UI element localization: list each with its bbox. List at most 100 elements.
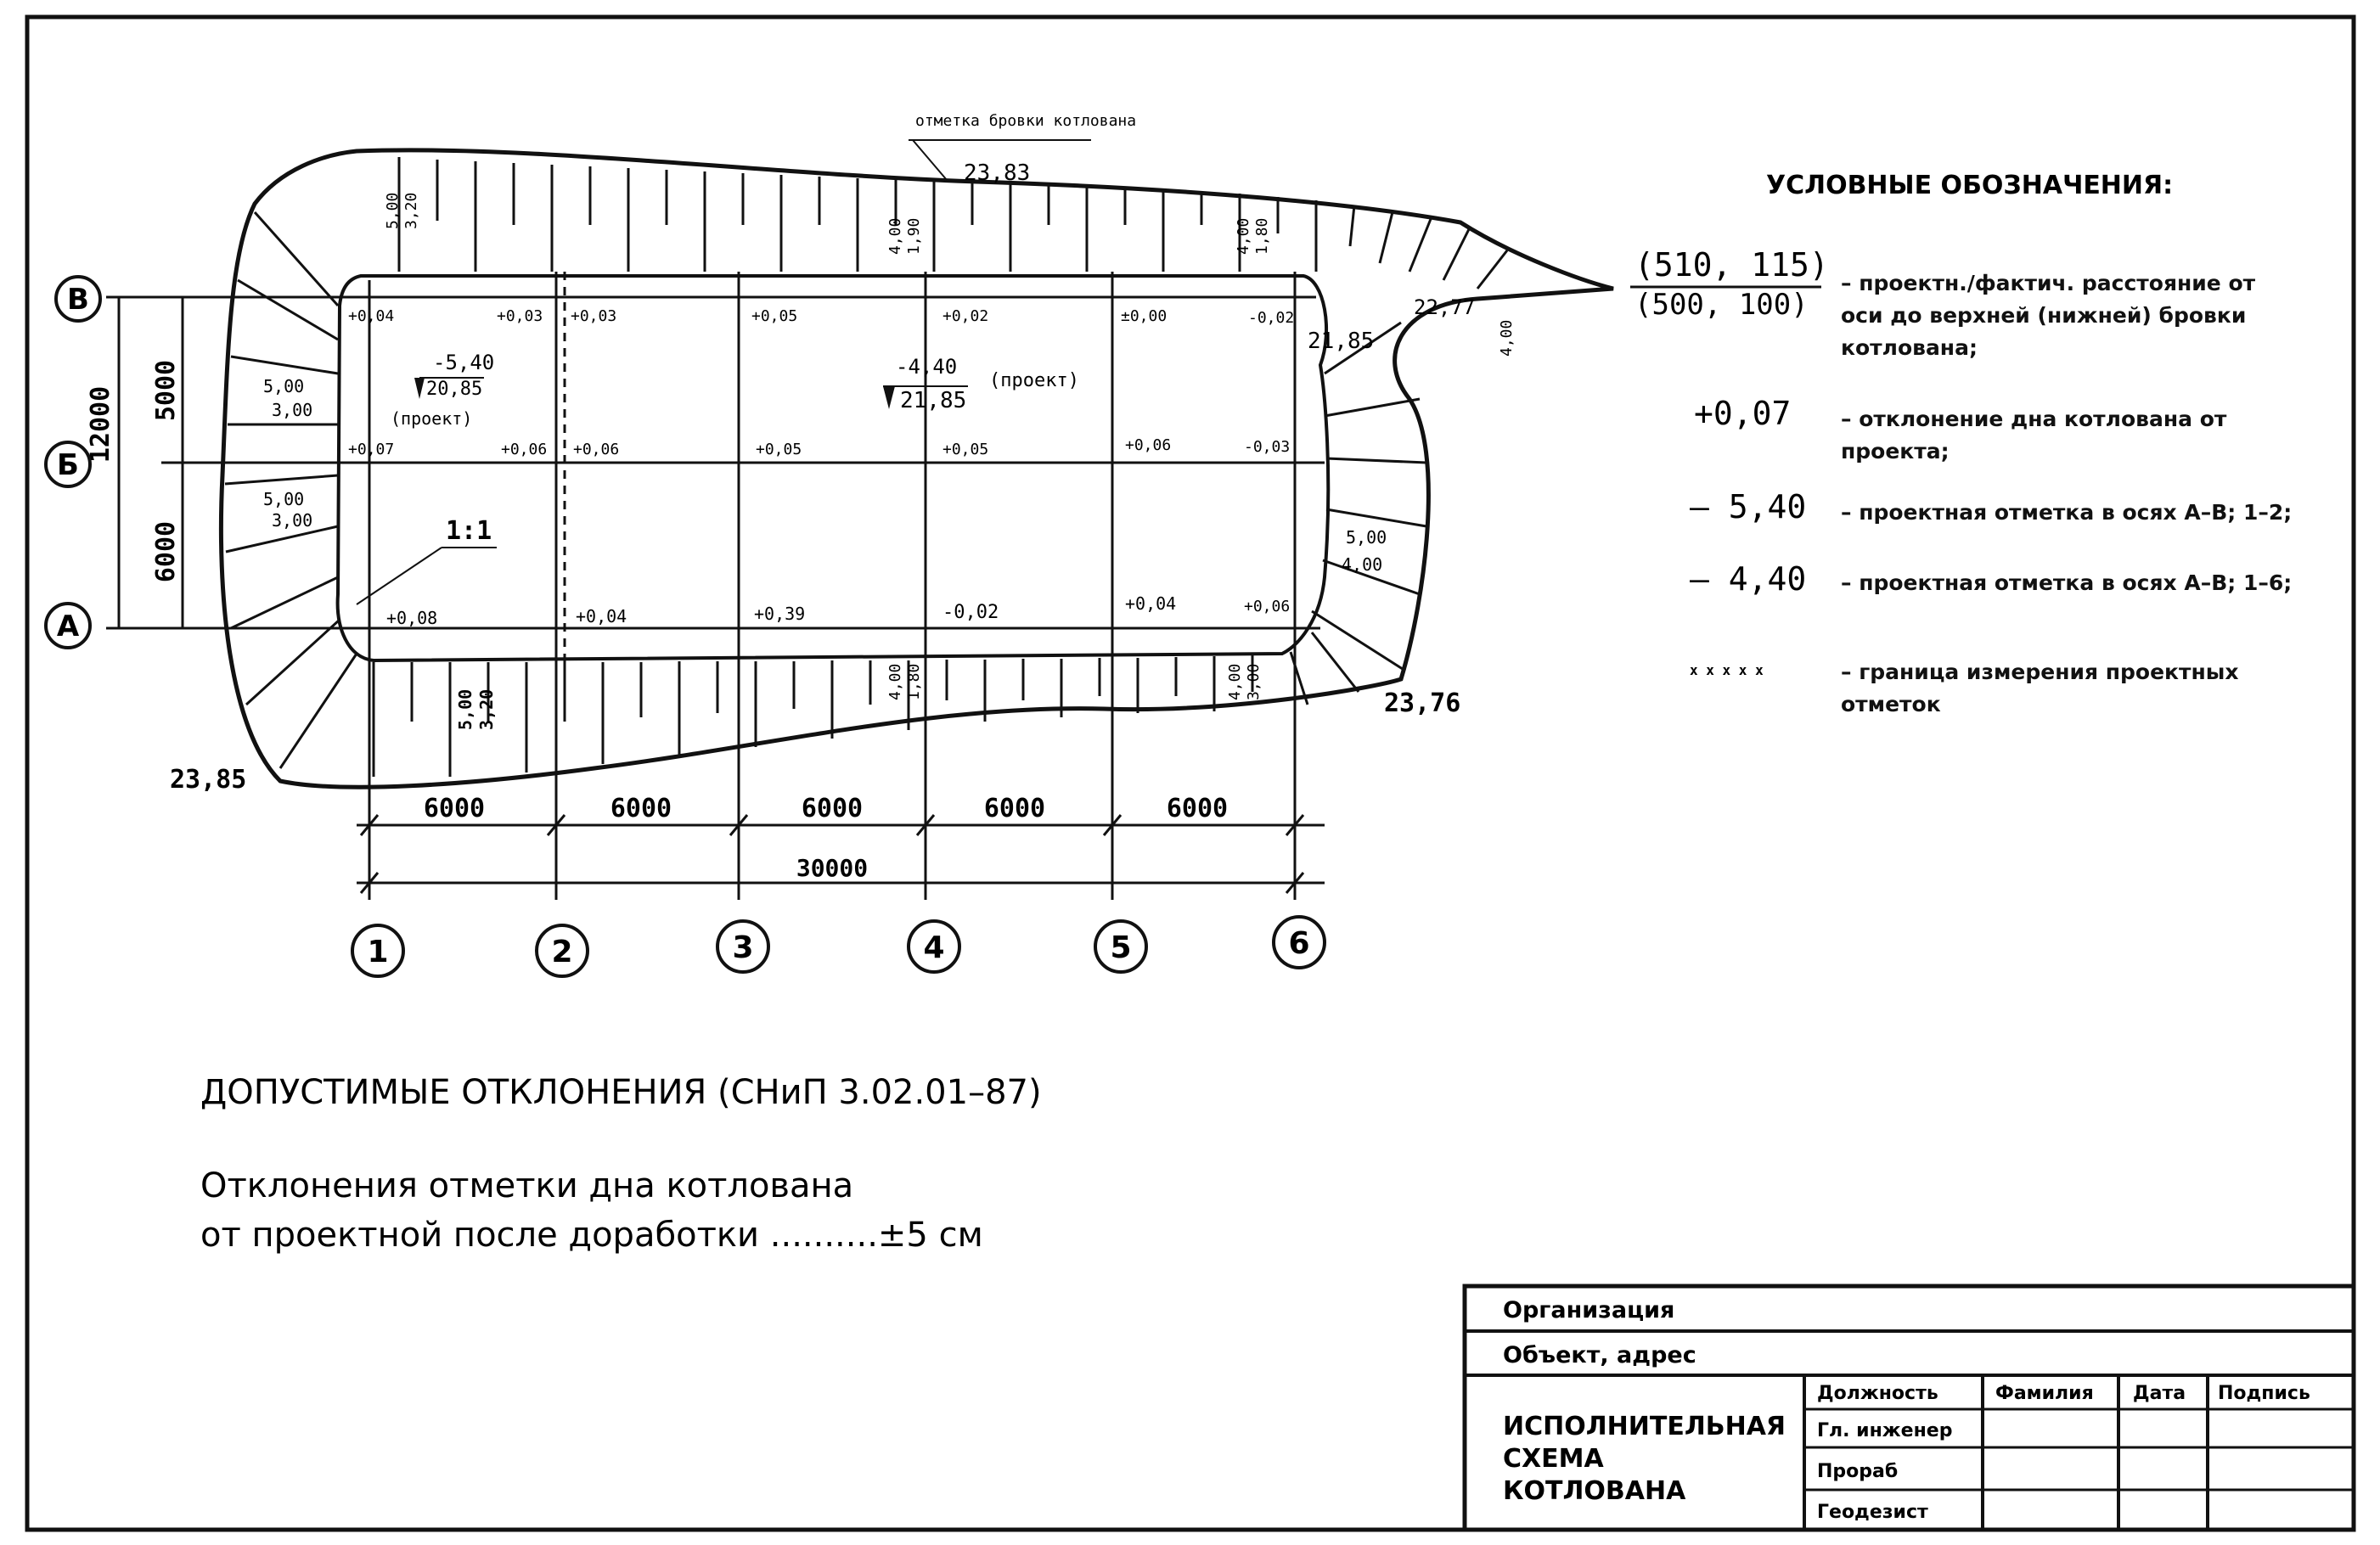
legend-symbol: x x x x x	[1690, 662, 1764, 678]
legend-item-text: – проектная отметка в осях А–В; 1–2;	[1841, 500, 2293, 525]
title-block-title-line-1: ИСПОЛНИТЕЛЬНАЯ	[1503, 1412, 1786, 1441]
dim-vertical-2: 6000	[151, 521, 181, 582]
offset-label: 5,00	[263, 376, 304, 396]
deviation-value: +0,07	[348, 441, 394, 458]
legend-item-text: – граница измерения проектных отметок	[1841, 660, 2239, 716]
dim-horizontal-4: 6000	[984, 794, 1045, 823]
axis-bubble-5: 5	[1094, 919, 1148, 974]
deviation-value: -0,02	[1248, 309, 1294, 327]
title-block-title-line-2: СХЕМА	[1503, 1444, 1604, 1474]
title-block-header-date: Дата	[2133, 1383, 2186, 1404]
legend: УСЛОВНЫЕ ОБОЗНАЧЕНИЯ: (510, 115) (500, 1…	[1630, 171, 2293, 716]
deviation-value: +0,03	[497, 307, 543, 325]
svg-text:-5,40: -5,40	[433, 351, 494, 374]
svg-text:21,85: 21,85	[900, 388, 966, 413]
axis-bubble-b: Б	[44, 441, 92, 488]
svg-text:2: 2	[551, 935, 572, 969]
deviation-value: +0,04	[1125, 593, 1176, 614]
title-block-object: Объект, адрес	[1503, 1342, 1696, 1368]
deviation-value: +0,05	[756, 441, 802, 458]
offset-label: 4,00	[1235, 218, 1252, 255]
design-mark-left: -5,40 20,85 (проект)	[391, 351, 494, 429]
offset-label: 4,00	[1342, 554, 1382, 575]
deviation-value: +0,06	[573, 441, 619, 458]
dim-total-horizontal: 30000	[796, 854, 868, 882]
offset-label: 5,00	[384, 193, 402, 229]
offset-label: 3,20	[402, 193, 420, 229]
sheet-frame	[25, 14, 2356, 1532]
offset-label: 3,20	[476, 689, 497, 730]
dim-horizontal-2: 6000	[610, 794, 672, 823]
deviation-value: +0,02	[942, 307, 988, 325]
deviation-value: +0,06	[1125, 436, 1171, 454]
svg-text:6: 6	[1288, 926, 1309, 961]
axis-bubble-a: А	[44, 602, 92, 649]
title-block-role-surveyor: Геодезист	[1817, 1502, 1928, 1523]
title-block-role-chief-engineer: Гл. инженер	[1817, 1420, 1952, 1441]
pit-inner-edge	[335, 274, 1331, 663]
svg-text:20,85: 20,85	[426, 379, 482, 400]
svg-text:(проект): (проект)	[391, 408, 472, 429]
elev-right-top: 22,77	[1414, 295, 1475, 319]
title-block-organization: Организация	[1503, 1297, 1674, 1323]
dim-total-vertical: 12000	[86, 386, 115, 463]
tolerances-line-2: от проектной после доработки ..........±…	[200, 1216, 983, 1255]
legend-symbol: +0,07	[1694, 395, 1791, 432]
svg-text:В: В	[67, 283, 89, 317]
deviation-value: -0,02	[942, 602, 999, 623]
grid-axes	[161, 272, 1325, 900]
svg-text:3: 3	[732, 930, 753, 965]
dim-horizontal-1: 6000	[424, 794, 485, 823]
axis-bubble-4: 4	[907, 919, 961, 974]
offset-label: 3,00	[272, 510, 312, 531]
offset-label: 1,90	[905, 218, 923, 255]
axis-bubble-2: 2	[535, 924, 589, 978]
tolerances: ДОПУСТИМЫЕ ОТКЛОНЕНИЯ (СНиП 3.02.01–87) …	[200, 1073, 1042, 1255]
left-dimensions	[106, 295, 200, 630]
legend-item-text: – проектная отметка в осях А–В; 1–6;	[1841, 570, 2293, 595]
svg-text:-4,40: -4,40	[896, 355, 957, 379]
legend-item-text: – проектн./фактич. расстояние от оси до …	[1841, 271, 2256, 360]
svg-text:1: 1	[367, 935, 388, 969]
legend-symbol-fraction-bottom: (500, 100)	[1634, 288, 1809, 322]
slope-hatching	[224, 157, 1509, 777]
axis-bubble-1: 1	[351, 924, 405, 978]
offset-label: 5,00	[1346, 527, 1387, 548]
offset-label: 4,00	[1498, 320, 1516, 357]
deviation-value: ±0,00	[1121, 307, 1167, 325]
legend-item-text: – отклонение дна котлована от проекта;	[1841, 407, 2227, 464]
svg-text:А: А	[57, 610, 80, 643]
title-block-title-line-3: КОТЛОВАНА	[1503, 1476, 1686, 1506]
deviation-value: +0,03	[571, 307, 616, 325]
elev-right-mid: 21,85	[1308, 329, 1374, 354]
deviation-value: +0,05	[942, 441, 988, 458]
design-mark-center: -4,40 21,85 (проект)	[883, 355, 1079, 413]
offset-label: 3,00	[1245, 664, 1263, 700]
dim-horizontal-5: 6000	[1167, 794, 1228, 823]
legend-symbol: – 4,40	[1690, 560, 1806, 598]
elev-right-bottom: 23,76	[1384, 688, 1460, 718]
deviation-value: +0,04	[348, 307, 394, 325]
dim-vertical-1: 5000	[151, 360, 181, 421]
svg-text:Б: Б	[57, 448, 79, 482]
deviation-value: +0,04	[576, 606, 627, 626]
dim-horizontal-3: 6000	[802, 794, 863, 823]
tolerances-title: ДОПУСТИМЫЕ ОТКЛОНЕНИЯ (СНиП 3.02.01–87)	[200, 1073, 1042, 1112]
elev-left-bottom: 23,85	[170, 765, 246, 795]
deviation-value: -0,03	[1244, 438, 1290, 456]
title-block	[1462, 1284, 2356, 1532]
tolerances-line-1: Отклонения отметки дна котлована	[200, 1166, 853, 1205]
offset-label: 1,80	[1253, 218, 1271, 255]
elev-top: 23,83	[964, 160, 1030, 186]
pit-outer-edge	[218, 148, 1614, 789]
deviation-value: +0,08	[386, 608, 437, 628]
title-block-header-name: Фамилия	[1995, 1383, 2094, 1404]
offset-label: 4,00	[886, 218, 904, 255]
offset-label: 5,00	[455, 689, 475, 730]
title-block-header-signature: Подпись	[2218, 1383, 2310, 1404]
offset-label: 3,00	[272, 400, 312, 420]
slope-label: 1:1	[446, 516, 492, 546]
legend-symbol: – 5,40	[1690, 488, 1806, 525]
note-top-edge: отметка бровки котлована	[915, 112, 1136, 130]
